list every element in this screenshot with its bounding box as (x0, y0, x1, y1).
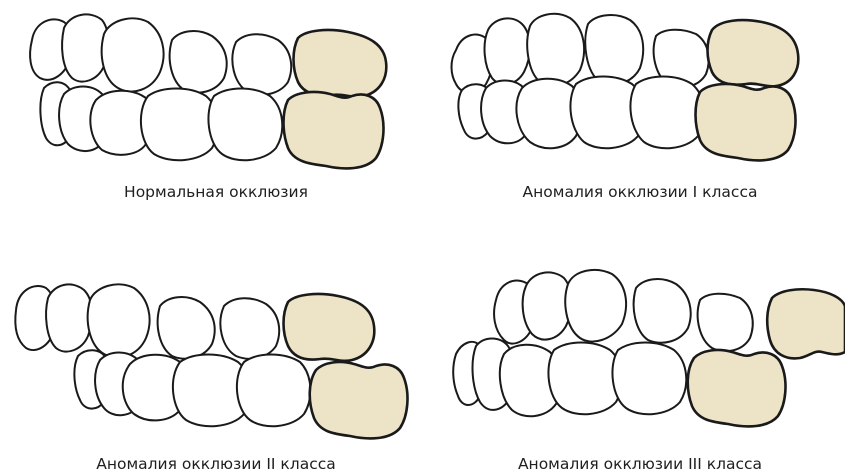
tooth-lower-first-molar-highlighted (284, 92, 384, 168)
tooth-lower (630, 77, 704, 149)
tooth-lower-first-molar-highlighted (696, 84, 796, 160)
upper-teeth-row (494, 270, 845, 358)
tooth-upper (232, 34, 291, 95)
tooth-lower (141, 89, 218, 161)
tooth-lower-first-molar-highlighted (310, 362, 408, 438)
tooth-upper (527, 14, 584, 86)
tooth-upper-first-molar-highlighted (708, 20, 799, 86)
tooth-upper (220, 298, 279, 359)
panel-class-3 (453, 270, 845, 426)
lower-teeth-row (40, 82, 383, 168)
lower-teeth-row (74, 350, 407, 438)
tooth-upper (585, 15, 643, 85)
tooth-upper (88, 284, 150, 357)
tooth-upper (170, 31, 227, 93)
tooth-upper (634, 279, 691, 343)
tooth-upper (102, 18, 164, 91)
panel-class-1 (452, 14, 799, 161)
tooth-upper-first-molar-highlighted (284, 294, 375, 361)
tooth-upper (565, 270, 626, 342)
caption-class-3: Аномалия окклюзии III класса (518, 455, 762, 472)
tooth-lower (612, 343, 686, 415)
tooth-upper-first-molar-highlighted (294, 30, 387, 97)
tooth-upper (46, 284, 92, 351)
lower-teeth-row (453, 339, 785, 427)
upper-teeth-row (30, 14, 386, 96)
upper-teeth-row (15, 284, 374, 360)
caption-class-2: Аномалия окклюзии II класса (96, 455, 336, 472)
tooth-lower-first-molar-highlighted (688, 350, 786, 426)
panel-class-2 (15, 284, 407, 438)
caption-normal-occlusion: Нормальная окклюзия (124, 183, 308, 201)
tooth-upper (698, 294, 753, 351)
tooth-upper (485, 18, 530, 84)
tooth-lower (548, 343, 622, 415)
tooth-lower (208, 89, 282, 161)
panel-normal-occlusion (30, 14, 386, 168)
tooth-lower (237, 355, 311, 427)
tooth-upper-first-molar-highlighted (767, 289, 845, 358)
lower-teeth-row (458, 77, 795, 161)
caption-class-1: Аномалия окклюзии I класса (523, 183, 758, 201)
tooth-upper (158, 297, 215, 359)
